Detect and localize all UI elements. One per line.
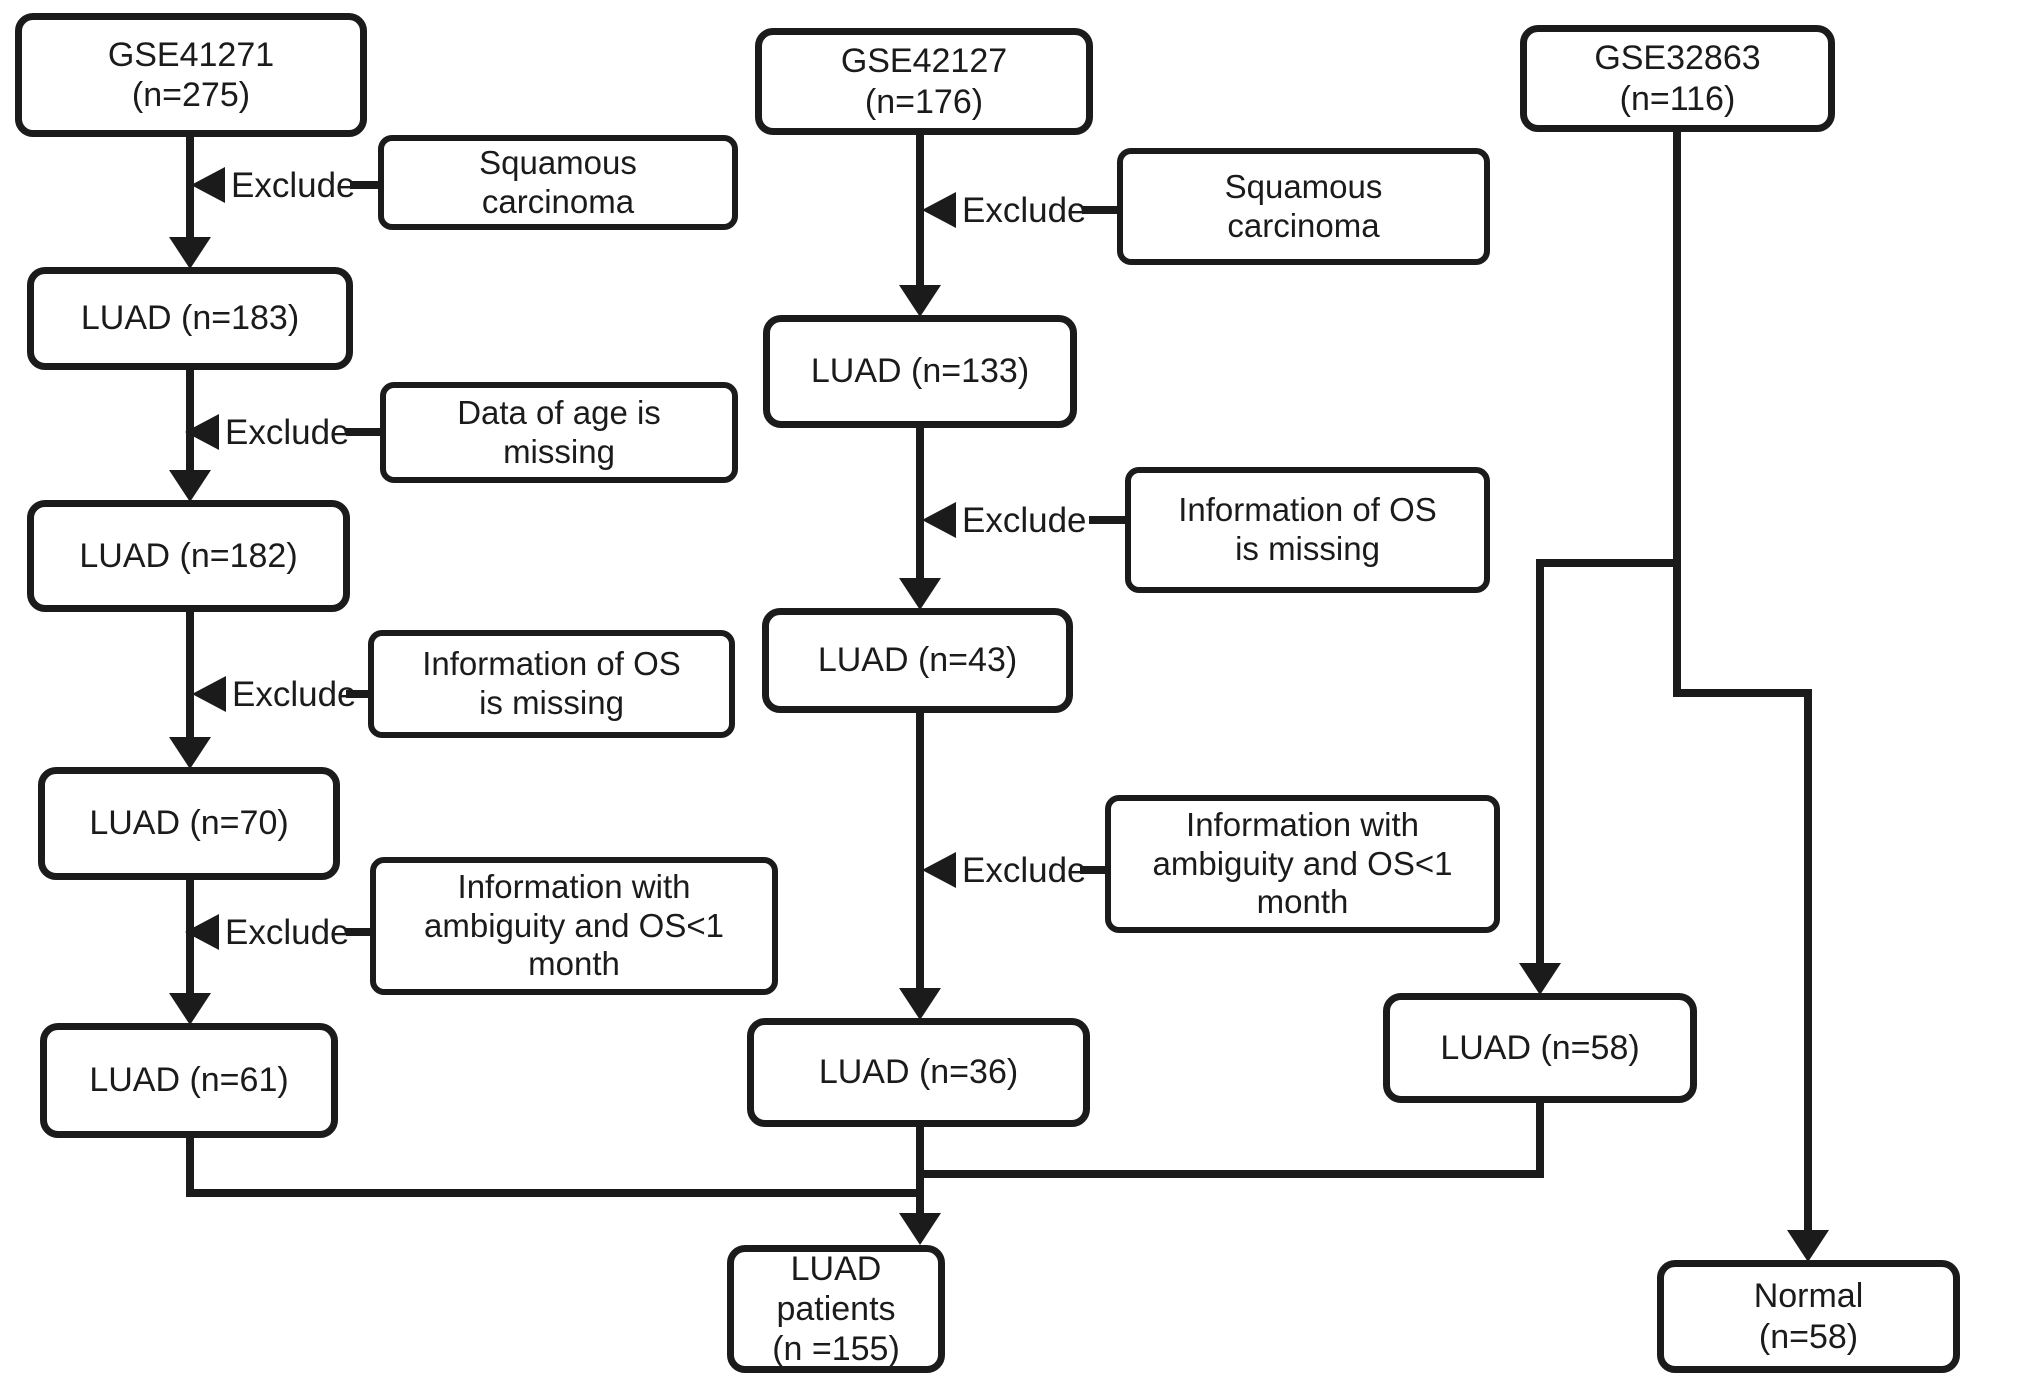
node-luad-70: LUAD (n=70): [38, 767, 340, 880]
exclude-label: Exclude: [225, 413, 350, 452]
connector-line: [346, 428, 380, 436]
node-luad-36: LUAD (n=36): [747, 1018, 1090, 1127]
connector-line: [916, 713, 924, 988]
connector-line: [346, 690, 368, 698]
arrowhead-left-icon: [922, 502, 956, 538]
exclude-label: Exclude: [225, 913, 350, 952]
node-luad-133: LUAD (n=133): [763, 315, 1077, 428]
connector-line: [916, 428, 924, 578]
connector-line: [186, 1138, 194, 1197]
node-luad-patients: LUAD patients (n =155): [727, 1245, 945, 1373]
arrowhead-down-icon: [1519, 963, 1561, 995]
connector-line: [1536, 559, 1681, 567]
connector-line: [1804, 689, 1812, 1230]
connector-line: [186, 612, 194, 737]
node-gse42127: GSE42127 (n=176): [755, 28, 1093, 135]
exclusion-box-age-1: Data of age is missing: [380, 382, 738, 483]
exclusion-box-os-1: Information of OS is missing: [368, 630, 735, 738]
arrowhead-down-icon: [1787, 1230, 1829, 1262]
node-luad-183: LUAD (n=183): [27, 267, 353, 370]
arrowhead-left-icon: [185, 914, 219, 950]
node-luad-182: LUAD (n=182): [27, 500, 350, 612]
node-luad-43: LUAD (n=43): [762, 608, 1073, 713]
arrowhead-down-icon: [899, 285, 941, 317]
arrowhead-down-icon: [169, 737, 211, 769]
arrowhead-left-icon: [922, 852, 956, 888]
exclude-label: Exclude: [962, 191, 1087, 230]
node-gse41271: GSE41271 (n=275): [15, 13, 367, 137]
node-normal: Normal (n=58): [1657, 1260, 1960, 1373]
arrowhead-down-icon: [169, 470, 211, 502]
node-luad-58: LUAD (n=58): [1383, 993, 1697, 1103]
exclude-label: Exclude: [231, 166, 356, 205]
exclusion-box-ambiguity-1: Information with ambiguity and OS<1 mont…: [370, 857, 778, 995]
arrowhead-left-icon: [192, 676, 226, 712]
connector-line: [1082, 206, 1117, 214]
connector-line: [1673, 132, 1681, 697]
connector-line: [1089, 516, 1125, 524]
connector-line: [350, 181, 380, 189]
arrowhead-down-icon: [169, 993, 211, 1025]
connector-line: [346, 928, 370, 936]
arrowhead-down-icon: [899, 988, 941, 1020]
connector-line: [1536, 559, 1544, 963]
connector-line: [186, 1189, 924, 1197]
connector-line: [916, 135, 924, 285]
connector-line: [1536, 1103, 1544, 1178]
connector-line: [1080, 866, 1105, 874]
exclusion-box-squamous-2: Squamous carcinoma: [1117, 148, 1490, 265]
arrowhead-left-icon: [191, 167, 225, 203]
arrowhead-down-icon: [899, 1213, 941, 1245]
exclusion-box-squamous-1: Squamous carcinoma: [378, 135, 738, 230]
exclude-label: Exclude: [232, 675, 357, 714]
exclusion-box-os-2: Information of OS is missing: [1125, 467, 1490, 593]
exclude-label: Exclude: [962, 851, 1087, 890]
node-gse32863: GSE32863 (n=116): [1520, 25, 1835, 132]
arrowhead-down-icon: [899, 578, 941, 610]
connector-line: [186, 137, 194, 237]
arrowhead-left-icon: [185, 414, 219, 450]
node-luad-61: LUAD (n=61): [40, 1023, 338, 1138]
connector-line: [916, 1170, 1544, 1178]
exclude-label: Exclude: [962, 501, 1087, 540]
exclusion-box-ambiguity-2: Information with ambiguity and OS<1 mont…: [1105, 795, 1500, 933]
connector-line: [1673, 689, 1812, 697]
arrowhead-left-icon: [922, 192, 956, 228]
arrowhead-down-icon: [169, 237, 211, 269]
